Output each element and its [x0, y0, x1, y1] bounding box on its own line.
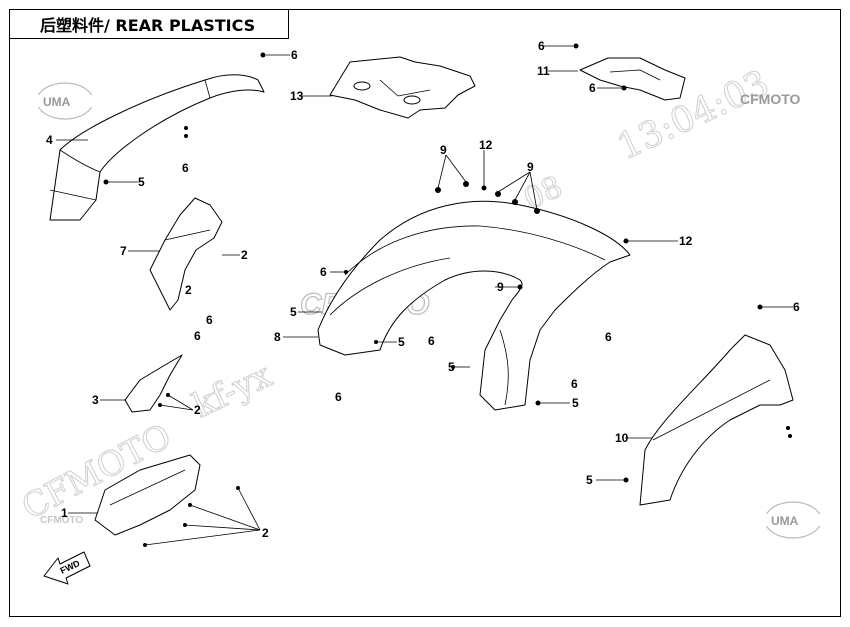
title-block: [9, 9, 289, 39]
fwd-arrow: FWD: [43, 551, 91, 585]
callout-12: 12: [479, 138, 493, 152]
part-4-fender-strip: [49, 74, 265, 221]
uma-logo-lower: UMA: [762, 501, 824, 539]
callout-6: 6: [571, 377, 578, 391]
callout-2: 2: [185, 283, 192, 297]
watermark-cfmoto-small: CFMOTO: [40, 515, 83, 526]
callout-9: 9: [440, 143, 447, 157]
callout-2: 2: [262, 526, 269, 540]
callout-4: 4: [46, 133, 53, 147]
uma-logo-upper: UMA: [34, 82, 96, 120]
callout-numbers: 6 6 4 5 13 6 11 6 7 2 2 6 6 9 12 9 12 6 …: [46, 39, 800, 540]
callout-5: 5: [290, 305, 297, 319]
leader-lines: [56, 45, 793, 546]
callout-6: 6: [589, 81, 596, 95]
callout-5: 5: [572, 396, 579, 410]
callout-6: 6: [320, 265, 327, 279]
callout-5: 5: [398, 335, 405, 349]
part-11-bracket: [579, 57, 686, 101]
part-3-bracket: [124, 354, 183, 413]
part-10-right-fender: [639, 334, 794, 506]
callout-6: 6: [605, 330, 612, 344]
page-title: 后塑料件/ REAR PLASTICS: [40, 16, 256, 35]
callout-2: 2: [194, 403, 201, 417]
callout-6: 6: [206, 313, 213, 327]
callout-9: 9: [527, 160, 534, 174]
drawing-frame: [9, 9, 841, 617]
callout-6: 6: [182, 161, 189, 175]
callout-6: 6: [428, 334, 435, 348]
callout-5: 5: [586, 473, 593, 487]
callout-6: 6: [291, 48, 298, 62]
callout-6: 6: [793, 300, 800, 314]
part-1-lower-panel: [94, 454, 201, 536]
callout-6: 6: [538, 39, 545, 53]
svg-text:UMA: UMA: [771, 514, 799, 528]
callout-10: 10: [615, 431, 629, 445]
callout-8: 8: [274, 330, 281, 344]
callout-12: 12: [679, 234, 693, 248]
callout-9: 9: [497, 280, 504, 294]
callout-7: 7: [120, 244, 127, 258]
callout-1: 1: [61, 506, 68, 520]
callout-11: 11: [537, 64, 550, 78]
svg-text:UMA: UMA: [43, 95, 71, 109]
callout-5: 5: [138, 175, 145, 189]
callout-13: 13: [290, 89, 304, 103]
central-rear-fender: [317, 200, 631, 411]
callout-2: 2: [241, 248, 248, 262]
callout-6: 6: [335, 390, 342, 404]
part-7-side-panel: [149, 197, 223, 311]
fastener-dots: [103, 43, 792, 547]
part-13-upper-tray: [329, 56, 476, 119]
callout-3: 3: [92, 393, 99, 407]
callout-5: 5: [448, 360, 455, 374]
watermark-brand-right: CFMOTO: [740, 91, 801, 107]
callout-6: 6: [194, 329, 201, 343]
